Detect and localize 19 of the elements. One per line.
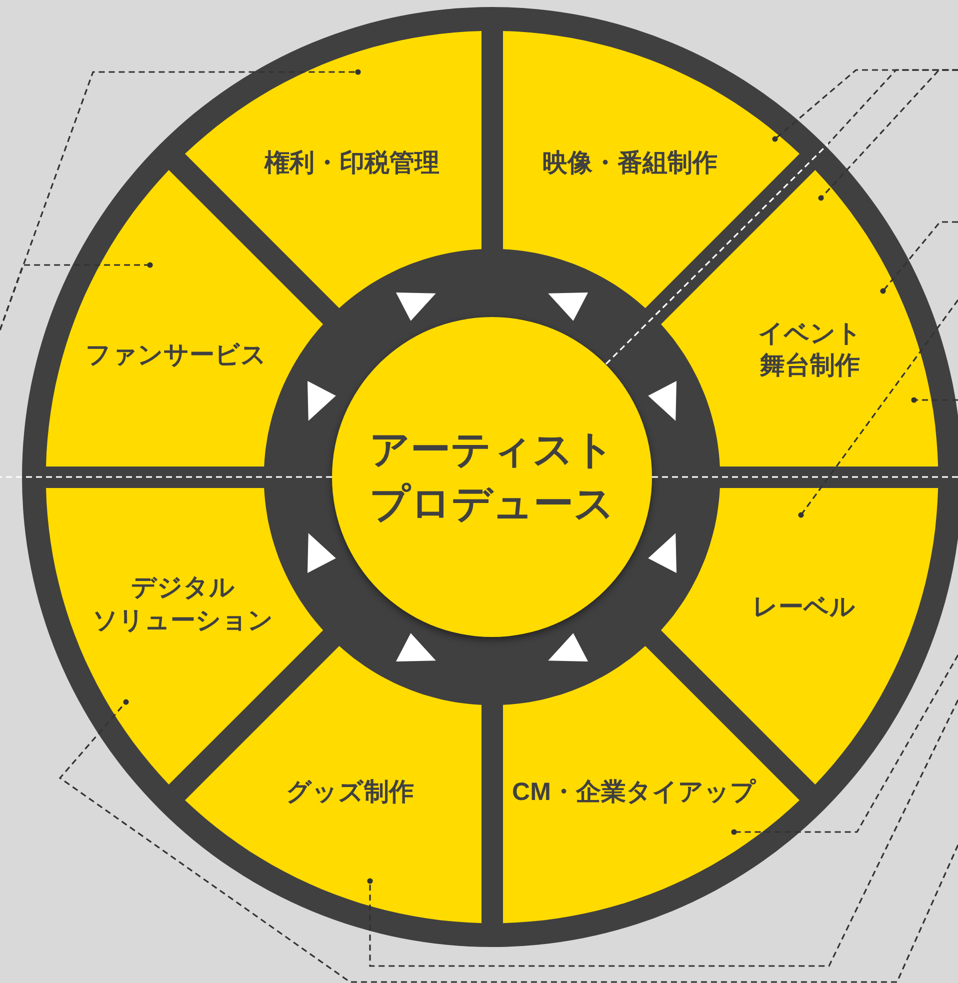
segment-label: レーベル: [752, 592, 856, 623]
segment-label: 映像・番組制作: [542, 148, 718, 179]
leader-line: [0, 262, 153, 330]
leader-line: [731, 654, 958, 835]
segment-label: イベント舞台制作: [758, 318, 862, 382]
leader-line: [367, 700, 958, 967]
leader-line: [911, 397, 958, 403]
leader-line: [605, 69, 958, 365]
segment-label: デジタルソリューション: [92, 572, 274, 636]
segment-label: グッズ制作: [286, 776, 414, 808]
leader-line: [0, 476, 332, 478]
segment-label: 権利・印税管理: [264, 148, 440, 179]
leader-line: [652, 476, 958, 478]
leader-line: [798, 300, 958, 518]
segment-label: ファンサービス: [85, 340, 266, 371]
segment-label: CM・企業タイアップ: [512, 776, 756, 808]
leader-line: [880, 221, 958, 294]
leader-line: [58, 699, 958, 983]
hub-label: アーティストプロデュース: [370, 427, 614, 528]
